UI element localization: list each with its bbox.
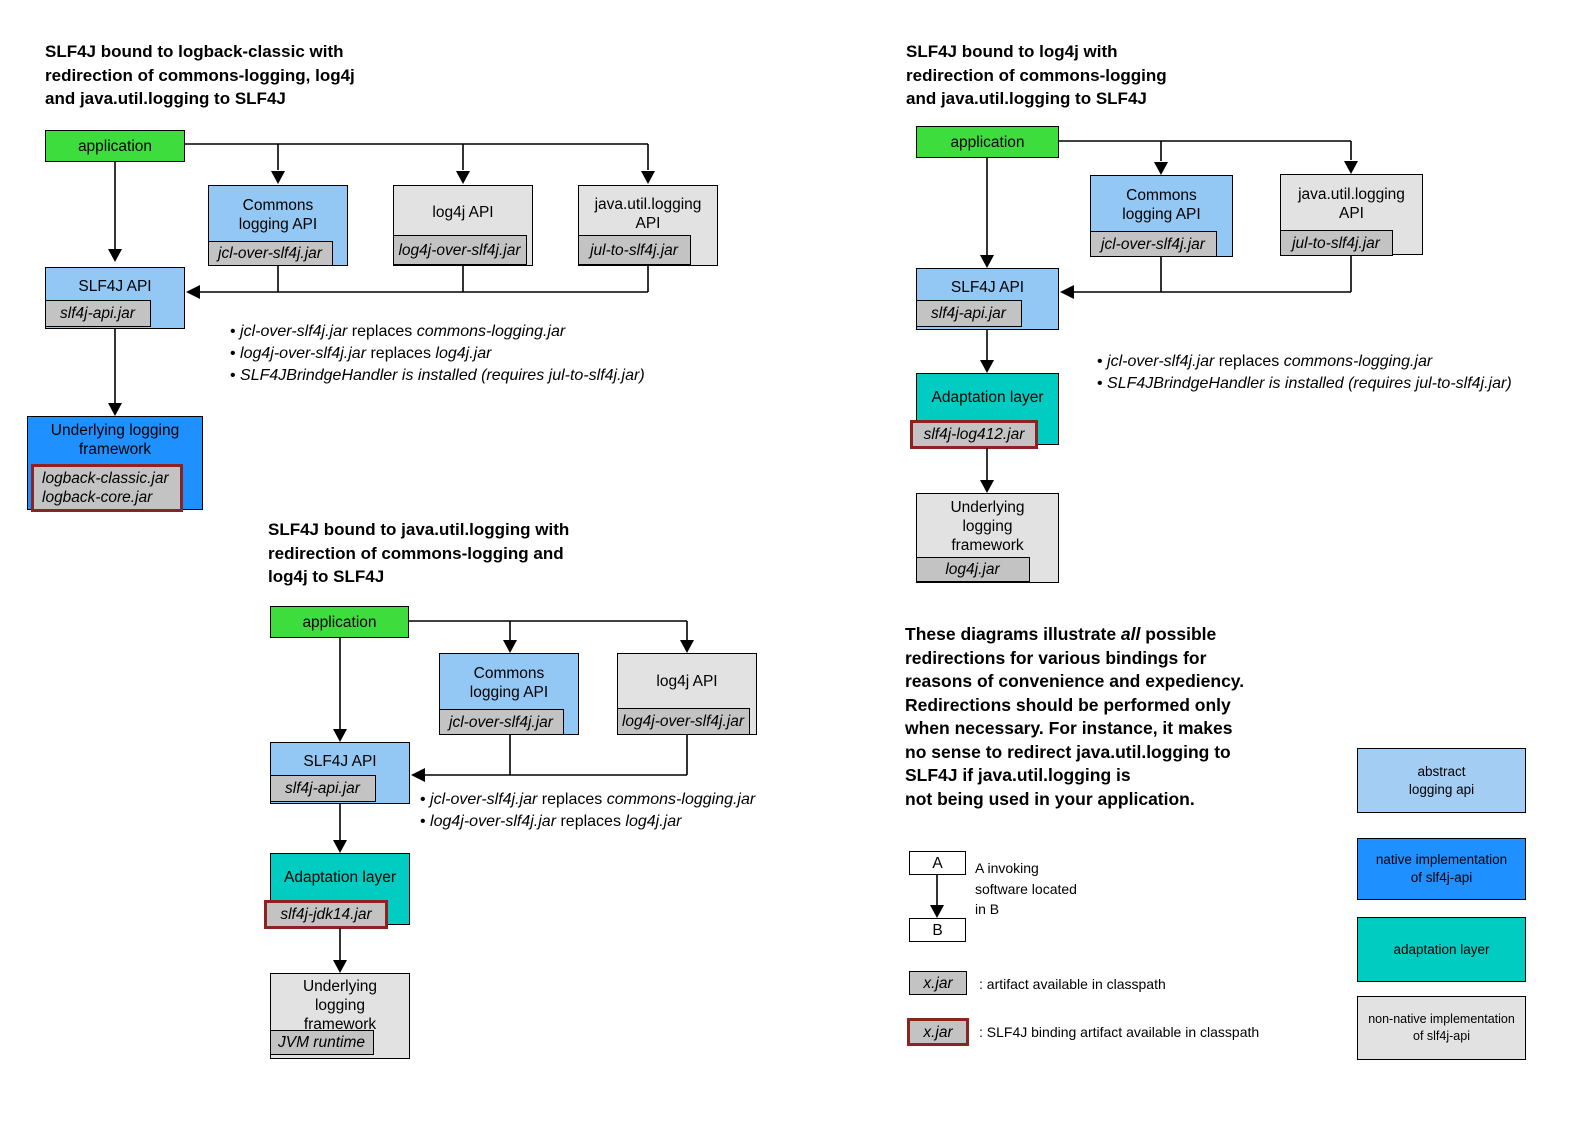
bullet-note: • jcl-over-slf4j.jar replaces commons-lo…: [420, 791, 756, 808]
diagram3-title: SLF4J bound to java.util.logging with re…: [268, 520, 570, 586]
diagram3-application-box: application: [270, 606, 409, 638]
diagram2-java-util-logging-api-label: java.util.logging API: [1298, 185, 1405, 222]
diagram2-adaptation-to-underlying-arrow: [980, 448, 994, 493]
diagram1-slf4j-to-underlying-arrow: [108, 329, 122, 416]
bullet-note: • log4j-over-slf4j.jar replaces log4j.ja…: [420, 813, 682, 830]
diagram1-app-to-slf4j-arrow: [108, 162, 122, 262]
legend-invoked-b-box: B: [909, 918, 966, 942]
diagram3-adaptation-to-underlying-arrow: [333, 928, 347, 973]
legend-artifact-jar-tag: x.jar: [909, 971, 967, 995]
legend-binding-jar-tag: x.jar: [907, 1018, 969, 1046]
bullet-note: • jcl-over-slf4j.jar replaces commons-lo…: [1097, 353, 1433, 370]
diagram3-slf4j-to-adaptation-arrow: [333, 804, 347, 853]
legend-binding-caption: : SLF4J binding artifact available in cl…: [979, 1024, 1260, 1040]
diagram2-slf4j-api-box: SLF4J API slf4j-api.jar: [915, 268, 1059, 330]
diagram1-log4j-api-box: log4j API log4j-over-slf4j.jar: [392, 185, 533, 266]
diagram2-title: SLF4J bound to log4j with redirection of…: [906, 42, 1167, 108]
legend-artifact-caption: : artifact available in classpath: [979, 976, 1166, 992]
legend-a-to-b-arrow: [930, 875, 944, 918]
diagram3-log4j-over-slf4j-jar-tag: log4j-over-slf4j.jar: [616, 708, 750, 735]
diagram1-commons-logging-api-box: Commons logging API jcl-over-slf4j.jar: [207, 185, 348, 266]
diagram2-app-branch-lines: [1059, 140, 1358, 175]
diagram2-jcl-over-slf4j-jar-tag: jcl-over-slf4j.jar: [1089, 231, 1217, 257]
redirections-note-paragraph: These diagrams illustrate all possible r…: [905, 624, 1245, 809]
diagram2-application-box: application: [916, 126, 1059, 158]
diagram2-log4j-jar-tag: log4j.jar: [915, 557, 1030, 582]
diagram1-app-branch-lines: [185, 143, 655, 184]
diagram3-app-to-slf4j-arrow: [333, 638, 347, 742]
diagram2-app-to-slf4j-arrow: [980, 158, 994, 268]
diagram2-slf4j-to-adaptation-arrow: [980, 330, 994, 373]
legend-invoker-a-box: A: [909, 851, 966, 875]
diagram1-log4j-over-slf4j-jar-tag: log4j-over-slf4j.jar: [392, 235, 527, 265]
diagram2-apis-to-slf4j-arrow: [1060, 255, 1352, 299]
diagram2-adaptation-layer-label: Adaptation layer: [931, 388, 1044, 406]
diagram1-bullet-notes: • jcl-over-slf4j.jar replaces commons-lo…: [230, 321, 645, 387]
diagram1-application-box: application: [45, 130, 185, 162]
diagram2-slf4j-api-label: SLF4J API: [950, 278, 1025, 296]
diagram1-log4j-api-label: log4j API: [432, 204, 494, 221]
diagram1-jcl-over-slf4j-jar-tag: jcl-over-slf4j.jar: [207, 241, 333, 266]
bullet-note: • log4j-over-slf4j.jar replaces log4j.ja…: [230, 345, 492, 362]
diagram2-jul-to-slf4j-jar-tag: jul-to-slf4j.jar: [1279, 230, 1393, 256]
diagram1-title: SLF4J bound to logback-classic with redi…: [45, 42, 355, 108]
diagram1-slf4j-api-box: SLF4J API slf4j-api.jar: [44, 267, 185, 329]
diagram3-commons-logging-api-label: Commons logging API: [469, 665, 549, 701]
diagram1-java-util-logging-api-label: java.util.logging API: [594, 195, 702, 232]
diagram1-underlying-logging-framework-box: Underlying logging framework logback-cla…: [27, 416, 203, 512]
diagram2-slf4j-log412-jar-binding-tag: slf4j-log412.jar: [910, 420, 1038, 449]
diagram1-slf4j-api-label: SLF4J API: [78, 277, 152, 295]
diagram1-application-label: application: [77, 137, 153, 155]
diagram3-log4j-api-label: log4j API: [656, 672, 718, 690]
legend-swatch-non-native-implementation: non-native implementation of slf4j-api: [1357, 996, 1526, 1060]
diagram3-slf4j-api-label: SLF4J API: [303, 752, 377, 770]
diagram2-slf4j-api-jar-tag: slf4j-api.jar: [915, 300, 1022, 327]
diagram1-apis-to-slf4j-arrow: [186, 266, 649, 299]
legend-invoking-caption: A invoking software located in B: [975, 860, 1077, 917]
bullet-note: • SLF4JBrindgeHandler is installed (requ…: [1097, 375, 1512, 392]
diagram1-slf4j-api-jar-tag: slf4j-api.jar: [44, 300, 151, 327]
diagram2-underlying-logging-framework-label: Underlying logging framework: [950, 498, 1025, 554]
diagram3-slf4j-api-box: SLF4J API slf4j-api.jar: [269, 742, 410, 804]
diagram2-application-label: application: [950, 133, 1025, 151]
diagram3-commons-logging-api-box: Commons logging API jcl-over-slf4j.jar: [438, 653, 579, 735]
diagram3-underlying-logging-framework-label: Underlying logging framework: [302, 977, 378, 1033]
diagram3-bullet-notes: • jcl-over-slf4j.jar replaces commons-lo…: [420, 789, 755, 833]
diagram3-app-branch-lines: [409, 620, 694, 653]
diagram2-underlying-logging-framework-box: Underlying logging framework log4j.jar: [915, 493, 1059, 583]
diagram3-adaptation-layer-label: Adaptation layer: [283, 868, 397, 886]
legend-invoked-b-label: B: [932, 921, 943, 939]
legend-swatch-native-implementation: native implementation of slf4j-api: [1357, 838, 1526, 900]
diagram2-bullet-notes: • jcl-over-slf4j.jar replaces commons-lo…: [1097, 351, 1512, 395]
diagram1-jul-to-slf4j-jar-tag: jul-to-slf4j.jar: [577, 235, 691, 265]
diagram3-application-label: application: [302, 613, 377, 631]
diagram3-apis-to-slf4j-arrow: [411, 735, 688, 782]
legend-swatch-abstract-logging-api: abstract logging api: [1357, 748, 1526, 813]
legend-swatch-adaptation-layer: adaptation layer: [1357, 917, 1526, 982]
diagram1-commons-logging-api-label: Commons logging API: [238, 196, 318, 233]
diagram3-slf4j-jdk14-jar-binding-tag: slf4j-jdk14.jar: [264, 900, 388, 929]
diagram3-log4j-api-box: log4j API log4j-over-slf4j.jar: [616, 653, 757, 735]
bullet-note: • SLF4JBrindgeHandler is installed (requ…: [230, 367, 645, 384]
diagram2-java-util-logging-api-box: java.util.logging API jul-to-slf4j.jar: [1279, 174, 1423, 256]
diagram2-adaptation-layer-box: Adaptation layer slf4j-log412.jar: [910, 373, 1059, 449]
diagram2-commons-logging-api-label: Commons logging API: [1122, 187, 1201, 223]
bullet-note: • jcl-over-slf4j.jar replaces commons-lo…: [230, 323, 566, 340]
diagram2-commons-logging-api-box: Commons logging API jcl-over-slf4j.jar: [1089, 175, 1233, 257]
diagram3-underlying-logging-framework-box: Underlying logging framework JVM runtime: [269, 973, 410, 1059]
diagram3-slf4j-api-jar-tag: slf4j-api.jar: [269, 775, 376, 802]
diagram1-logback-jars-binding-tag: logback-classic.jar logback-core.jar: [31, 464, 183, 512]
legend-invoker-a-label: A: [932, 854, 943, 872]
diagram3-jvm-runtime-tag: JVM runtime: [269, 1030, 374, 1055]
diagram3-adaptation-layer-box: Adaptation layer slf4j-jdk14.jar: [264, 853, 410, 929]
diagram1-java-util-logging-api-box: java.util.logging API jul-to-slf4j.jar: [577, 185, 718, 266]
diagram1-underlying-logging-framework-label: Underlying logging framework: [50, 422, 180, 458]
diagram3-jcl-over-slf4j-jar-tag: jcl-over-slf4j.jar: [438, 709, 564, 735]
